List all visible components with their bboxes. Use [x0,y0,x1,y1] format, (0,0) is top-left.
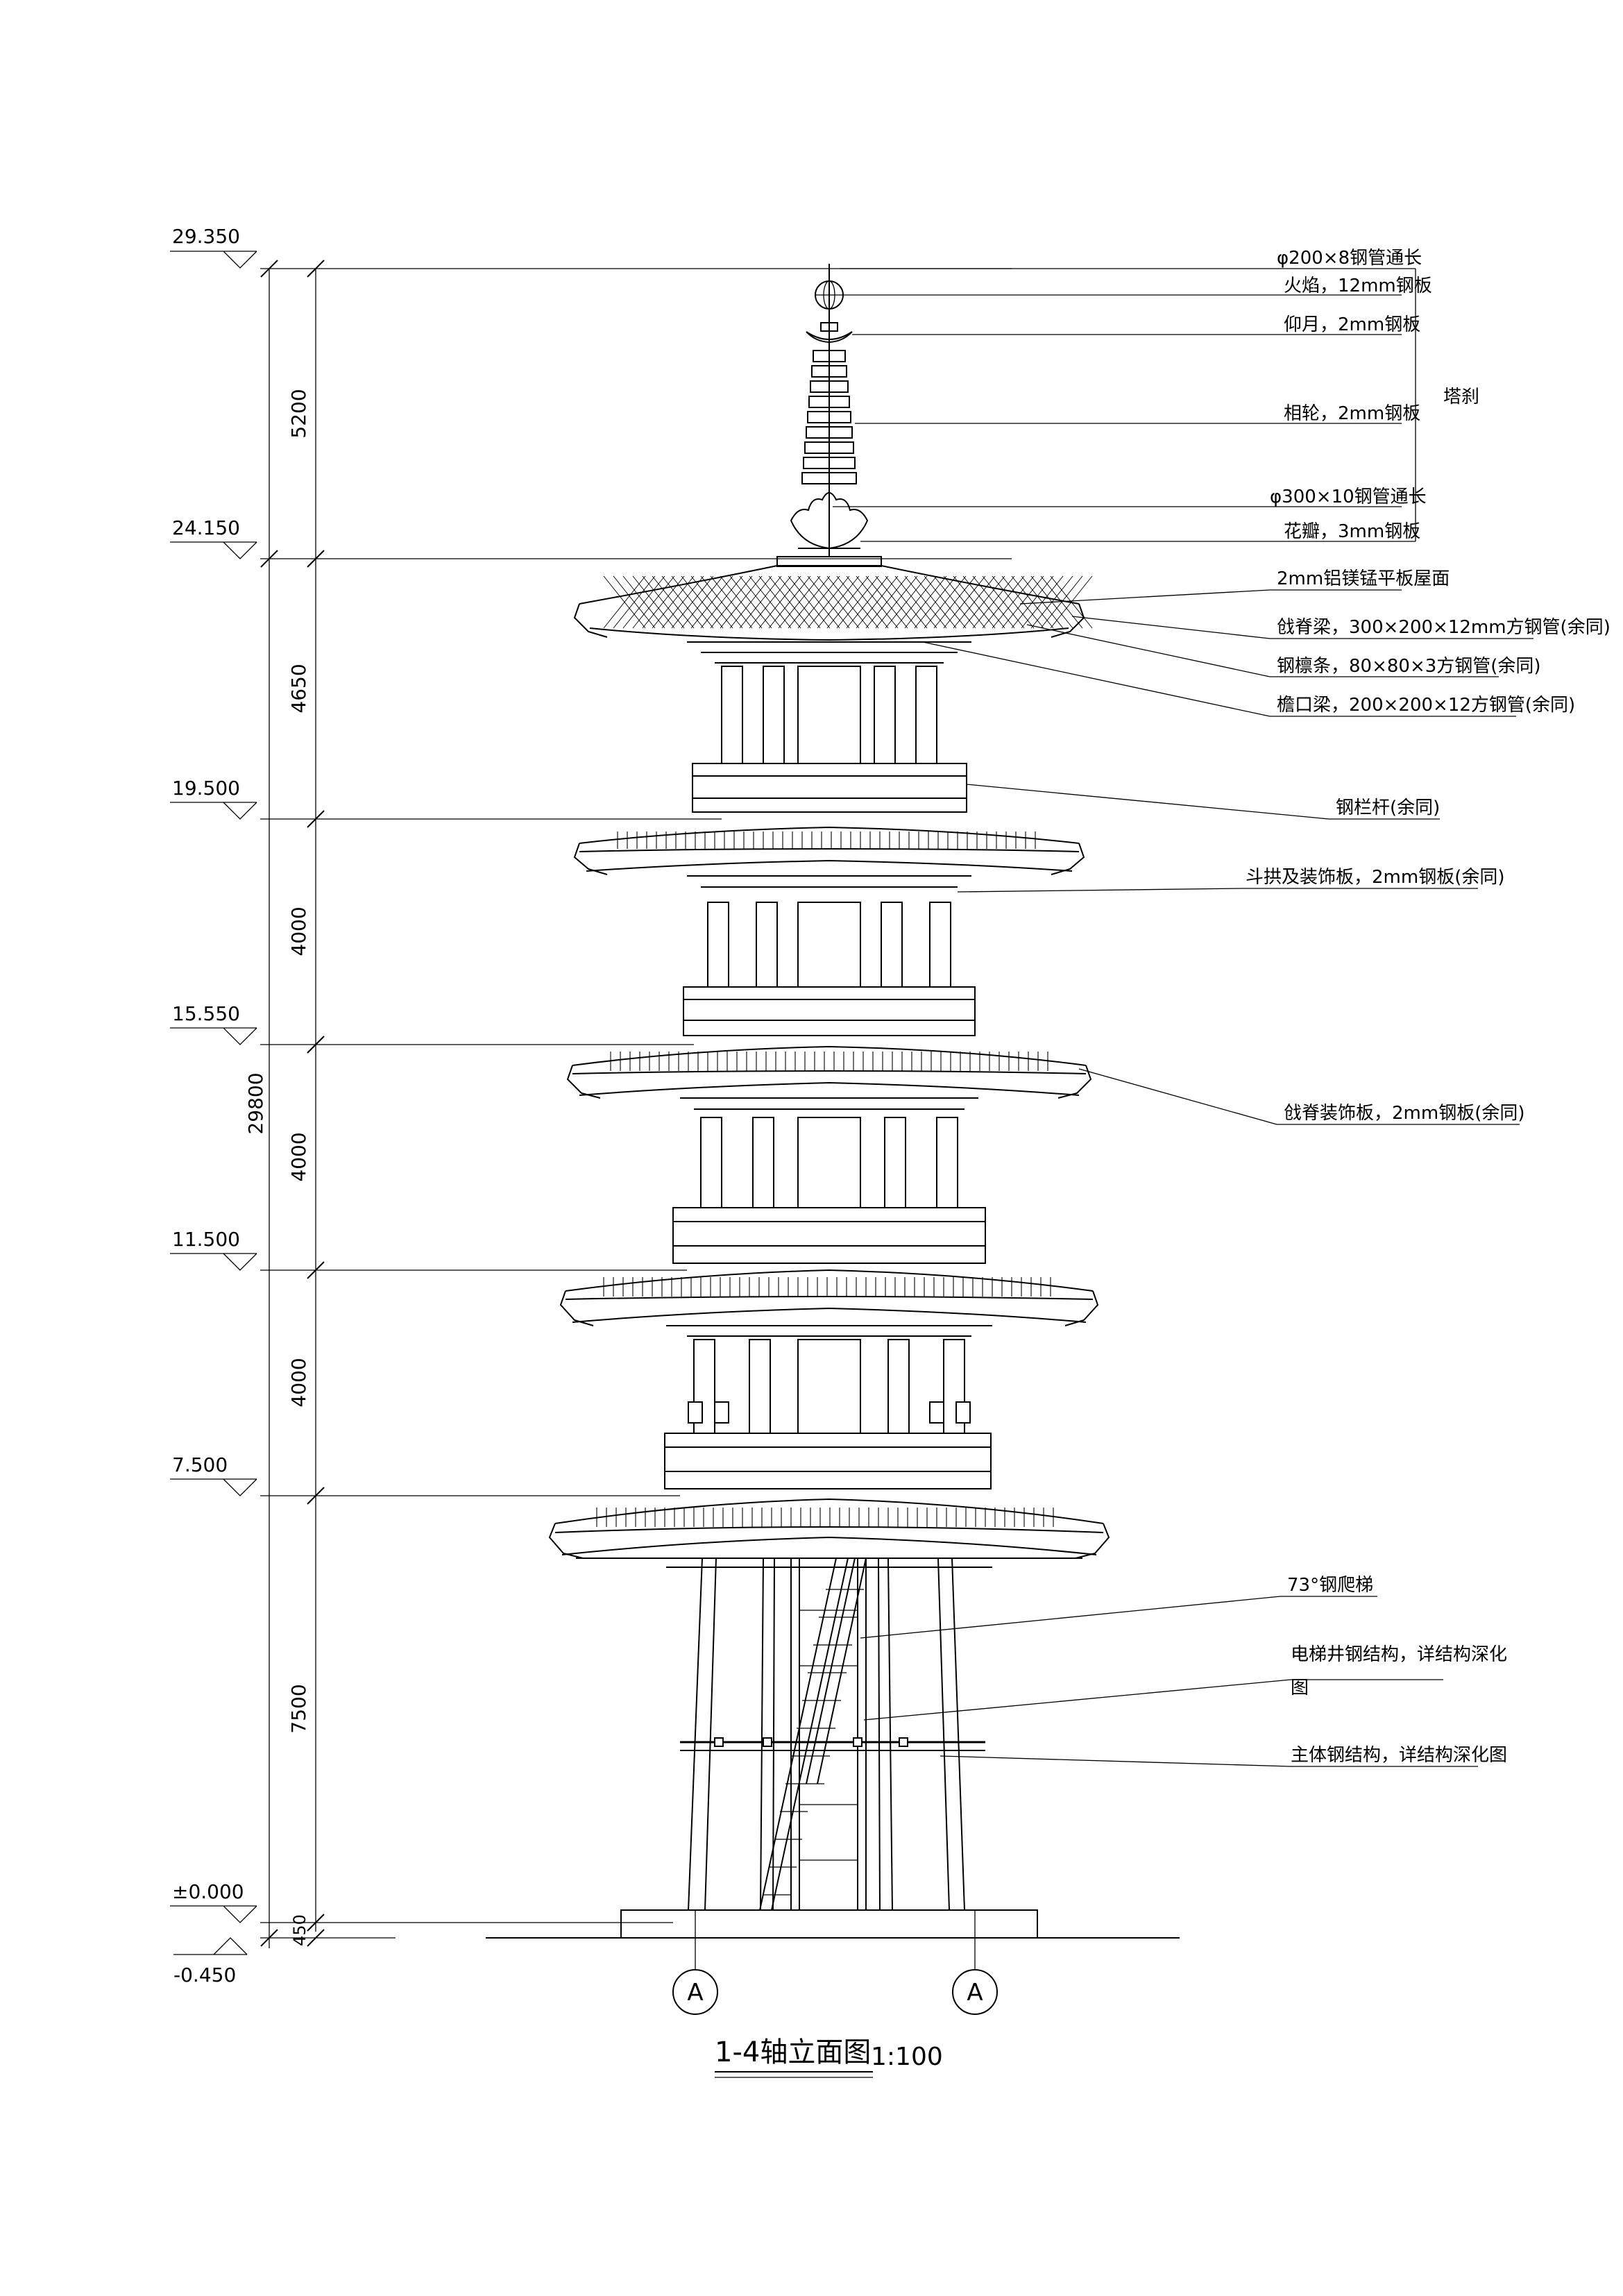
spire [790,264,869,557]
dimension-system: 29.350 24.150 19.500 15.550 11.500 7.500 [170,225,1012,1986]
eave-level-2 [559,1269,1099,1337]
elevation-marker-19500: 19.500 [170,777,257,820]
dimension-4650: 4650 [287,664,310,713]
floor-level-1 [664,1339,992,1489]
label-spire-group: 塔刹 [1443,387,1479,407]
elevation-label: ±0.000 [172,1880,244,1903]
title-scale: 1:100 [871,2043,943,2071]
elevation-label: -0.450 [173,1964,236,1986]
axis-label-left: A [687,1979,703,2007]
dimension-5200: 5200 [287,389,310,438]
label-ladder: 73°钢爬梯 [1287,1575,1373,1596]
elevation-marker-0: ±0.000 [170,1880,257,1923]
elevation-label: 11.500 [172,1228,240,1251]
dimension-4000-a: 4000 [287,906,310,956]
elevation-label: 24.150 [172,516,240,539]
elevation-marker-29350: 29.350 [170,225,257,269]
floor-level-4 [692,666,967,813]
axis-markers: A A [672,1910,998,2015]
label-moon: 仰月，2mm钢板 [1284,314,1420,335]
label-eave-beam: 檐口梁，200×200×12方钢管(余同) [1277,695,1575,716]
axis-label-right: A [967,1979,983,2007]
dimension-4000-b: 4000 [287,1132,310,1181]
label-elevator-1: 电梯井钢结构，详结构深化 [1291,1644,1507,1665]
elevation-marker-minus450: -0.450 [173,1937,248,1986]
label-bracket: 斗拱及装饰板，2mm钢板(余同) [1246,867,1504,888]
dimension-7500: 7500 [287,1684,310,1733]
label-main-structure: 主体钢结构，详结构深化图 [1291,1745,1507,1766]
label-ridge-deco: 戗脊装饰板，2mm钢板(余同) [1284,1103,1524,1124]
elevation-label: 19.500 [172,777,240,800]
top-roof [573,556,1085,664]
dimension-4000-c: 4000 [287,1358,310,1407]
label-purlin: 钢檩条，80×80×3方钢管(余同) [1277,656,1541,677]
elevation-label: 7.500 [172,1453,228,1476]
drawing-title: 1-4轴立面图 1:100 [715,2036,943,2078]
main-steel-structure [680,1558,985,1911]
label-pipe200: φ200×8钢管通长 [1277,248,1422,269]
title-name: 1-4轴立面图 [715,2036,871,2068]
annotations: φ200×8钢管通长 火焰，12mm钢板 仰月，2mm钢板 相轮，2mm钢板 φ… [1246,248,1611,1766]
eave-level-1 [548,1498,1110,1568]
elevation-label: 29.350 [172,225,240,248]
label-pipe300: φ300×10钢管通长 [1270,487,1427,507]
floor-level-3 [683,902,976,1036]
elevation-marker-11500: 11.500 [170,1228,257,1271]
label-elevator-2: 图 [1291,1678,1309,1698]
label-petal: 花瓣，3mm钢板 [1284,521,1420,542]
elevation-label: 15.550 [172,1002,240,1025]
steel-ladder [759,1558,867,1911]
label-railing: 钢栏杆(余同) [1336,797,1440,818]
eave-level-4 [573,826,1085,888]
floor-level-2 [672,1117,986,1264]
dimension-450: 450 [290,1914,309,1946]
elevation-marker-24150: 24.150 [170,516,257,559]
rafters-level-1 [596,832,1054,1527]
label-roof: 2mm铝镁锰平板屋面 [1277,568,1450,589]
leader-lines [833,268,1533,1767]
ground [486,1909,1180,1939]
label-flame: 火焰，12mm钢板 [1284,276,1432,296]
dimension-total: 29800 [244,1072,267,1134]
eave-level-3 [566,1045,1092,1110]
label-rings: 相轮，2mm钢板 [1284,403,1420,424]
elevation-marker-15550: 15.550 [170,1002,257,1045]
label-ridge-beam: 戗脊梁，300×200×12mm方钢管(余同) [1277,617,1611,638]
roof-tile-pattern [603,575,1093,629]
elevation-marker-7500: 7.500 [170,1453,257,1496]
